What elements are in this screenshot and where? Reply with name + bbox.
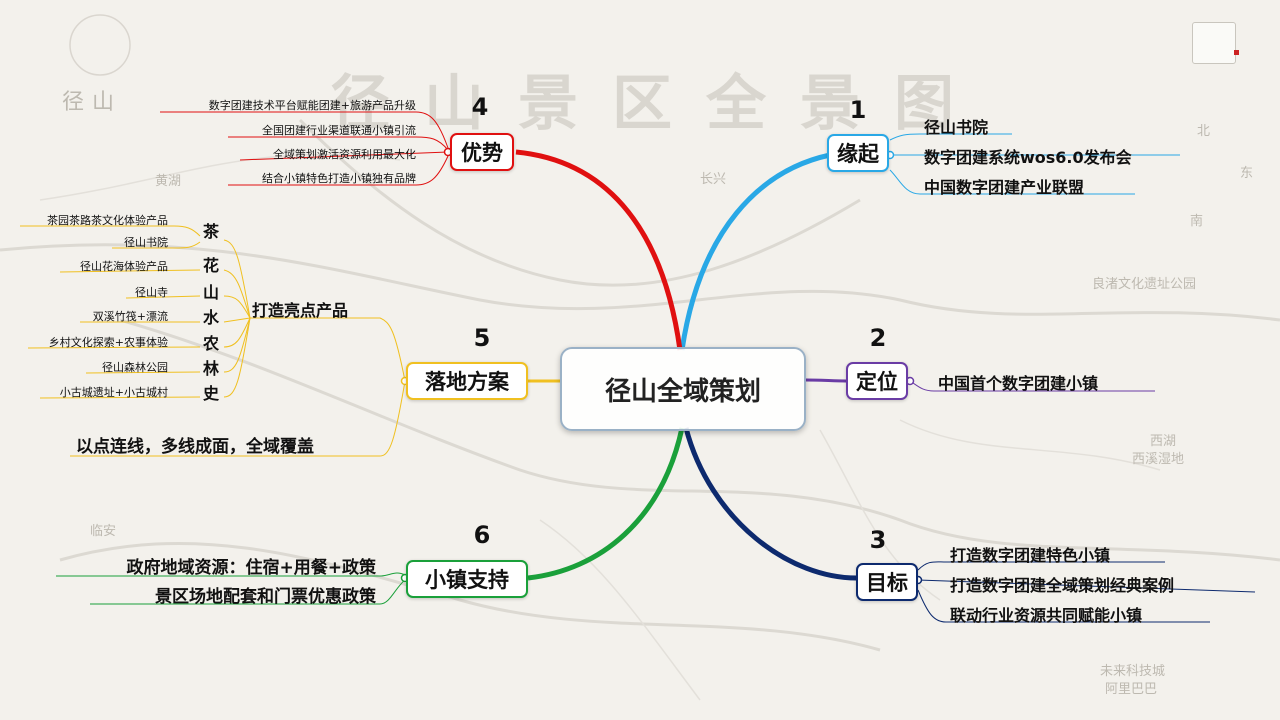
product-history[interactable]: 史 xyxy=(202,384,219,403)
bg-label-xixi: 西溪湿地 xyxy=(1132,452,1185,467)
forest-item-1[interactable]: 径山森林公园 xyxy=(102,361,168,374)
topic-goal[interactable]: 目标 xyxy=(856,563,918,601)
flower-item-1[interactable]: 径山花海体验产品 xyxy=(80,260,168,273)
history-item-1[interactable]: 小古城遗址+小古城村 xyxy=(59,386,168,399)
support-item-2[interactable]: 景区场地配套和门票优惠政策 xyxy=(155,587,376,607)
bg-label-liangzhu: 良渚文化遗址公园 xyxy=(1092,277,1197,292)
highlight-products-title[interactable]: 打造亮点产品 xyxy=(252,301,349,320)
branch-3-number: 3 xyxy=(869,526,887,554)
advantage-item-1[interactable]: 数字团建技术平台赋能团建+旅游产品升级 xyxy=(208,99,416,112)
bg-label-jingshan: 径山 xyxy=(62,90,123,115)
bg-label-alibaba: 阿里巴巴 xyxy=(1105,682,1158,697)
bg-label-huanghu: 黄湖 xyxy=(155,174,182,189)
origin-item-2[interactable]: 数字团建系统wos6.0发布会 xyxy=(924,148,1132,167)
topic-implementation[interactable]: 落地方案 xyxy=(406,362,528,400)
bg-label-xihu: 西湖 xyxy=(1150,434,1177,449)
advantage-item-4[interactable]: 结合小镇特色打造小镇独有品牌 xyxy=(262,172,416,185)
tea-item-1[interactable]: 茶园茶路茶文化体验产品 xyxy=(47,214,168,227)
bg-label-changxing: 长兴 xyxy=(700,172,727,187)
goal-item-3[interactable]: 联动行业资源共同赋能小镇 xyxy=(950,606,1143,625)
farm-item-1[interactable]: 乡村文化探索+农事体验 xyxy=(48,336,168,349)
tea-item-2[interactable]: 径山书院 xyxy=(124,236,168,249)
product-flower[interactable]: 花 xyxy=(202,256,219,275)
central-topic[interactable]: 径山全域策划 xyxy=(560,347,806,431)
product-water[interactable]: 水 xyxy=(202,308,219,327)
branch-6-number: 6 xyxy=(473,521,491,549)
support-item-1[interactable]: 政府地域资源：住宿+用餐+政策 xyxy=(126,558,377,578)
product-tea[interactable]: 茶 xyxy=(202,222,219,241)
origin-item-3[interactable]: 中国数字团建产业联盟 xyxy=(924,178,1085,197)
topic-advantage[interactable]: 优势 xyxy=(450,133,514,171)
brand-logo xyxy=(1192,22,1236,64)
goal-item-2[interactable]: 打造数字团建全域策划经典案例 xyxy=(950,576,1175,595)
product-farm[interactable]: 农 xyxy=(202,334,219,353)
topic-origin[interactable]: 缘起 xyxy=(827,134,889,172)
product-mountain[interactable]: 山 xyxy=(202,283,219,302)
water-item-1[interactable]: 双溪竹筏+漂流 xyxy=(92,310,168,323)
goal-item-1[interactable]: 打造数字团建特色小镇 xyxy=(950,546,1111,565)
branch-2-number: 2 xyxy=(869,324,887,352)
advantage-item-3[interactable]: 全域策划激活资源利用最大化 xyxy=(273,148,416,161)
product-forest[interactable]: 林 xyxy=(202,359,219,378)
branch-5-number: 5 xyxy=(473,324,491,352)
topic-town-support[interactable]: 小镇支持 xyxy=(406,560,528,598)
bg-label-future-city: 未来科技城 xyxy=(1100,664,1166,679)
bg-label-north: 北 xyxy=(1197,124,1211,139)
background-title: 径山景区全景图 xyxy=(330,69,988,139)
bg-label-linan: 临安 xyxy=(90,524,117,539)
seal-mark xyxy=(1234,50,1239,55)
bg-label-south: 南 xyxy=(1190,214,1204,229)
mountain-item-1[interactable]: 径山寺 xyxy=(135,286,168,299)
positioning-item-1[interactable]: 中国首个数字团建小镇 xyxy=(938,374,1099,393)
advantage-item-2[interactable]: 全国团建行业渠道联通小镇引流 xyxy=(262,124,416,137)
origin-item-1[interactable]: 径山书院 xyxy=(924,118,989,137)
coverage-strategy[interactable]: 以点连线，多线成面，全域覆盖 xyxy=(76,437,314,457)
topic-positioning[interactable]: 定位 xyxy=(846,362,908,400)
branch-1-number: 1 xyxy=(849,96,867,124)
bg-label-east: 东 xyxy=(1240,166,1254,181)
branch-4-number: 4 xyxy=(471,93,489,121)
